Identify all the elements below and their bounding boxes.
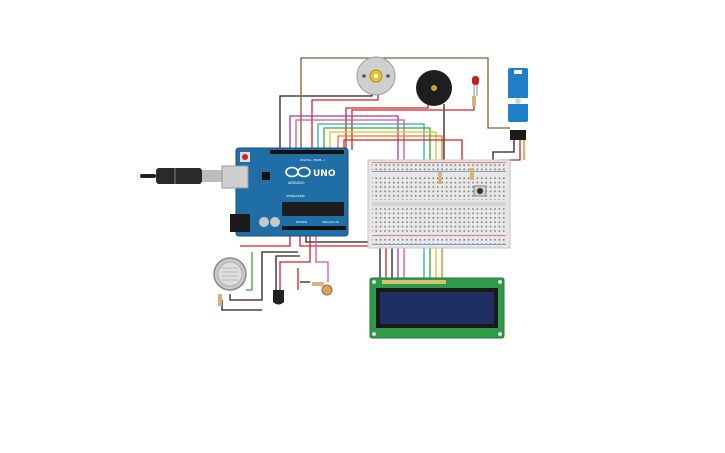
gas-sensor-resistor (218, 294, 222, 306)
usb-cable-ridge (174, 168, 176, 184)
arduino-brand: UNO (313, 169, 336, 179)
photoresistor-body (321, 284, 333, 296)
photoresistor[interactable] (312, 282, 333, 296)
wire-servo-brown (300, 57, 510, 150)
breadboard-resistor-2 (470, 168, 474, 180)
usb-cable (140, 168, 222, 184)
arduino-subtitle: ARDUINO (288, 181, 305, 185)
usb-cable-plug (202, 170, 222, 182)
wire-gas-red (240, 236, 291, 247)
wire-buzzer-red (345, 104, 429, 150)
lcd-screen (380, 292, 494, 324)
led-resistor (472, 96, 476, 106)
wire-bb-power-black (305, 236, 368, 243)
breadboard-channel (372, 202, 506, 206)
gas-sensor[interactable] (213, 257, 247, 306)
arduino-usb-port (221, 165, 249, 189)
servo-body (508, 68, 528, 122)
arduino-chip-label: ATMEGA328P (286, 194, 305, 198)
usb-cable-body (156, 168, 202, 184)
arduino-power-header (282, 226, 346, 230)
wire-temp-red (279, 236, 311, 290)
led-body (472, 76, 479, 85)
buzzer-hole (431, 85, 437, 91)
lcd-16x2[interactable] (369, 277, 505, 339)
temperature-sensor[interactable] (273, 290, 284, 305)
lcd-pin-header (382, 280, 446, 284)
wire-motor-red (311, 88, 379, 150)
temp-sensor-body (273, 290, 284, 305)
breadboard-resistor-1 (438, 172, 442, 184)
micro-servo[interactable] (504, 68, 532, 140)
breadboard[interactable] (367, 159, 511, 249)
breadboard-bottom-rail (372, 236, 506, 244)
photoresistor-resistor (312, 282, 324, 286)
arduino-power-label: POWER (296, 220, 307, 224)
wire-gas-black2 (221, 300, 262, 311)
arduino-power-jack (230, 214, 250, 232)
arduino-uno[interactable]: UNO ARDUINO DIGITAL (PWM~) POWER ANALOG … (221, 147, 349, 237)
arduino-logo (285, 166, 311, 178)
breadboard-top-rail (372, 163, 506, 171)
pushbutton[interactable] (473, 185, 487, 197)
servo-connector (510, 130, 526, 140)
wire-ldr-pink (315, 236, 329, 282)
wire-gas-green (246, 252, 253, 291)
arduino-capacitor (259, 217, 269, 227)
piezo-buzzer[interactable] (416, 70, 452, 106)
wire-gas-black (229, 251, 298, 301)
arduino-digital-label: DIGITAL (PWM~) (300, 158, 325, 162)
usb-cable-wire (140, 174, 156, 178)
red-led[interactable] (472, 76, 479, 106)
wire-temp-black (275, 255, 300, 290)
breadboard-lower-grid (372, 208, 506, 232)
dc-motor[interactable] (356, 56, 396, 96)
arduino-chip (282, 202, 344, 216)
wire-motor-black (279, 88, 373, 150)
arduino-digital-header (270, 150, 344, 154)
arduino-analog-label: ANALOG IN (322, 220, 339, 224)
